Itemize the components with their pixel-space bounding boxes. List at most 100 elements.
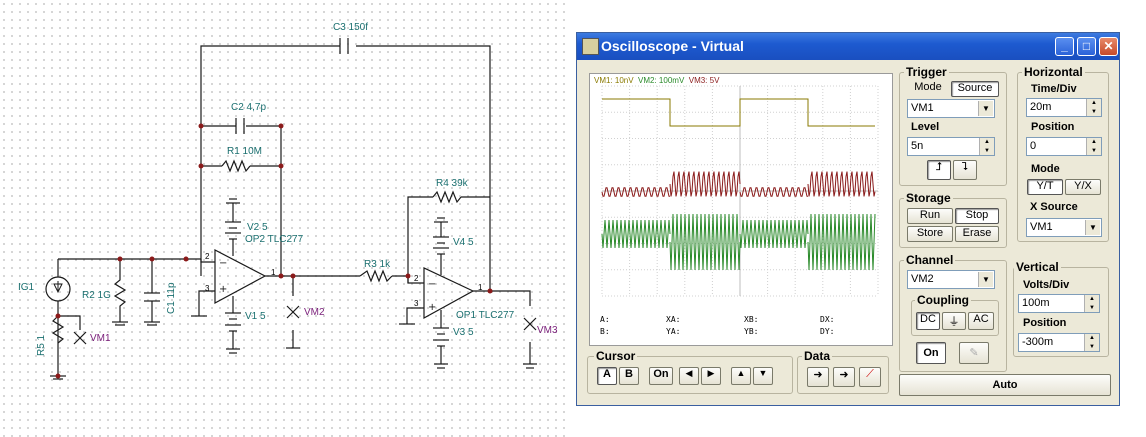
export-icon: ➜ xyxy=(839,369,849,381)
trigger-level-label: Level xyxy=(911,121,940,133)
cursor-right-button[interactable]: ▶ xyxy=(701,367,721,385)
time-div-value: 20m xyxy=(1030,101,1052,113)
stop-button[interactable]: Stop xyxy=(955,208,999,224)
store-button[interactable]: Store xyxy=(907,226,953,242)
readout-xa: XA: xyxy=(666,315,681,324)
volts-div-input[interactable]: 100m ▲▼ xyxy=(1018,294,1100,313)
cursor-up-button[interactable]: ▲ xyxy=(731,367,751,385)
spin-arrows-icon[interactable]: ▲▼ xyxy=(1084,334,1099,351)
data-import-button[interactable]: ➜ xyxy=(807,367,829,387)
coupling-ac-button[interactable]: AC xyxy=(968,312,994,330)
channel-color-button[interactable]: ✎ xyxy=(959,342,989,364)
vm3-label: VM3 xyxy=(537,325,558,336)
falling-edge-button[interactable]: ⮧ xyxy=(953,160,977,180)
schematic-canvas[interactable]: −+ −+ C3 150f C2 4,7p R1 10M R4 39k R3 1… xyxy=(0,0,570,437)
cursor-left-button[interactable]: ◀ xyxy=(679,367,699,385)
svg-text:+: + xyxy=(219,284,227,295)
cursor-on-button[interactable]: On xyxy=(649,367,673,385)
trigger-mode-button[interactable]: Mode xyxy=(914,81,942,93)
trigger-level-value: 5n xyxy=(911,140,924,152)
rising-edge-button[interactable]: ⮥ xyxy=(927,160,951,180)
op2-pin3: 3 xyxy=(205,284,210,293)
c1-label: C1 11p xyxy=(166,282,177,314)
v3-label: V3 5 xyxy=(453,327,474,338)
spin-arrows-icon[interactable]: ▲▼ xyxy=(1086,138,1101,155)
data-title: Data xyxy=(802,349,833,363)
chart-icon: ⟋ xyxy=(866,368,874,380)
readout-dx: DX: xyxy=(820,315,835,324)
trigger-level-input[interactable]: 5n ▲▼ xyxy=(907,137,995,156)
rising-edge-icon: ⮥ xyxy=(935,161,943,173)
c2-label: C2 4,7p xyxy=(231,102,267,113)
readout-dy: DY: xyxy=(820,327,835,336)
spin-arrows-icon[interactable]: ▲▼ xyxy=(1084,295,1099,312)
vm3-scale: VM3: 5V xyxy=(688,76,720,85)
time-div-input[interactable]: 20m ▲▼ xyxy=(1026,98,1102,117)
trigger-source-select[interactable]: VM1 ▼ xyxy=(907,99,995,118)
r4-label: R4 39k xyxy=(436,178,468,189)
xsource-value: VM1 xyxy=(1030,221,1053,233)
v-position-input[interactable]: -300m ▲▼ xyxy=(1018,333,1100,352)
channel-select[interactable]: VM2 ▼ xyxy=(907,270,995,289)
maximize-button[interactable]: □ xyxy=(1077,37,1096,56)
import-icon: ➜ xyxy=(813,369,823,381)
r3-label: R3 1k xyxy=(364,259,391,270)
readout-yb: YB: xyxy=(744,327,759,336)
storage-title: Storage xyxy=(904,191,953,205)
cursor-b-button[interactable]: B xyxy=(619,367,639,385)
spin-arrows-icon[interactable]: ▲▼ xyxy=(1086,99,1101,116)
mode-yt-button[interactable]: Y/T xyxy=(1027,179,1063,195)
vm1-trace xyxy=(602,98,875,127)
trigger-source-button[interactable]: Source xyxy=(951,81,999,97)
vm2-scale: VM2: 100mV xyxy=(638,76,685,85)
op2-pin1: 1 xyxy=(271,268,276,277)
vertical-group xyxy=(1013,267,1109,357)
r5-label: R5 1 xyxy=(36,334,47,356)
xsource-select[interactable]: VM1 ▼ xyxy=(1026,218,1102,237)
oscilloscope-window[interactable]: Oscilloscope - Virtual _ □ ✕ VM1: 10nV V… xyxy=(576,32,1120,406)
close-button[interactable]: ✕ xyxy=(1099,37,1118,56)
volts-div-label: Volts/Div xyxy=(1023,279,1070,291)
h-mode-label: Mode xyxy=(1031,163,1060,175)
chevron-down-icon: ▼ xyxy=(978,101,993,116)
coupling-gnd-button[interactable]: ⏚ xyxy=(942,312,966,330)
minimize-button[interactable]: _ xyxy=(1055,37,1074,56)
data-chart-button[interactable]: ⟋ xyxy=(859,367,881,387)
horizontal-title: Horizontal xyxy=(1022,65,1085,79)
op1-label: OP1 TLC277 xyxy=(456,310,515,321)
r1-label: R1 10M xyxy=(227,146,263,157)
volts-div-value: 100m xyxy=(1022,297,1050,309)
vm1-label: VM1 xyxy=(90,333,111,344)
vm3-trace-seg2 xyxy=(669,171,741,197)
data-export-button[interactable]: ➜ xyxy=(833,367,855,387)
readout-a: A: xyxy=(600,315,610,324)
xsource-label: X Source xyxy=(1030,201,1078,213)
vm2-label: VM2 xyxy=(304,307,325,318)
vm3-trace-seg4 xyxy=(807,171,876,197)
v-position-value: -300m xyxy=(1022,336,1054,348)
falling-edge-icon: ⮧ xyxy=(961,161,969,173)
h-position-input[interactable]: 0 ▲▼ xyxy=(1026,137,1102,156)
mode-yx-button[interactable]: Y/X xyxy=(1065,179,1101,195)
vm2-trace-seg1 xyxy=(601,219,671,249)
vm1-scale: VM1: 10nV xyxy=(594,76,634,85)
channel-title: Channel xyxy=(904,253,956,267)
scope-screen[interactable]: VM1: 10nV VM2: 100mV VM3: 5V xyxy=(589,73,893,307)
vm2-trace-seg4 xyxy=(807,213,876,271)
c3-label: C3 150f xyxy=(333,22,369,33)
r2-label: R2 1G xyxy=(82,290,111,301)
run-button[interactable]: Run xyxy=(907,208,953,224)
svg-text:+: + xyxy=(428,302,436,313)
title-bar[interactable]: Oscilloscope - Virtual _ □ ✕ xyxy=(577,33,1119,60)
coupling-dc-button[interactable]: DC xyxy=(916,312,940,330)
channel-value: VM2 xyxy=(911,273,934,285)
spin-arrows-icon[interactable]: ▲▼ xyxy=(979,138,994,155)
cursor-a-button[interactable]: A xyxy=(597,367,617,385)
time-div-label: Time/Div xyxy=(1031,83,1077,95)
erase-button[interactable]: Erase xyxy=(955,226,999,242)
cursor-readout: A: B: XA: YA: XB: YB: DX: DY: xyxy=(589,305,893,346)
cursor-down-button[interactable]: ▼ xyxy=(753,367,773,385)
auto-button[interactable]: Auto xyxy=(899,374,1111,396)
channel-on-button[interactable]: On xyxy=(916,342,946,364)
scope-traces xyxy=(601,85,879,297)
